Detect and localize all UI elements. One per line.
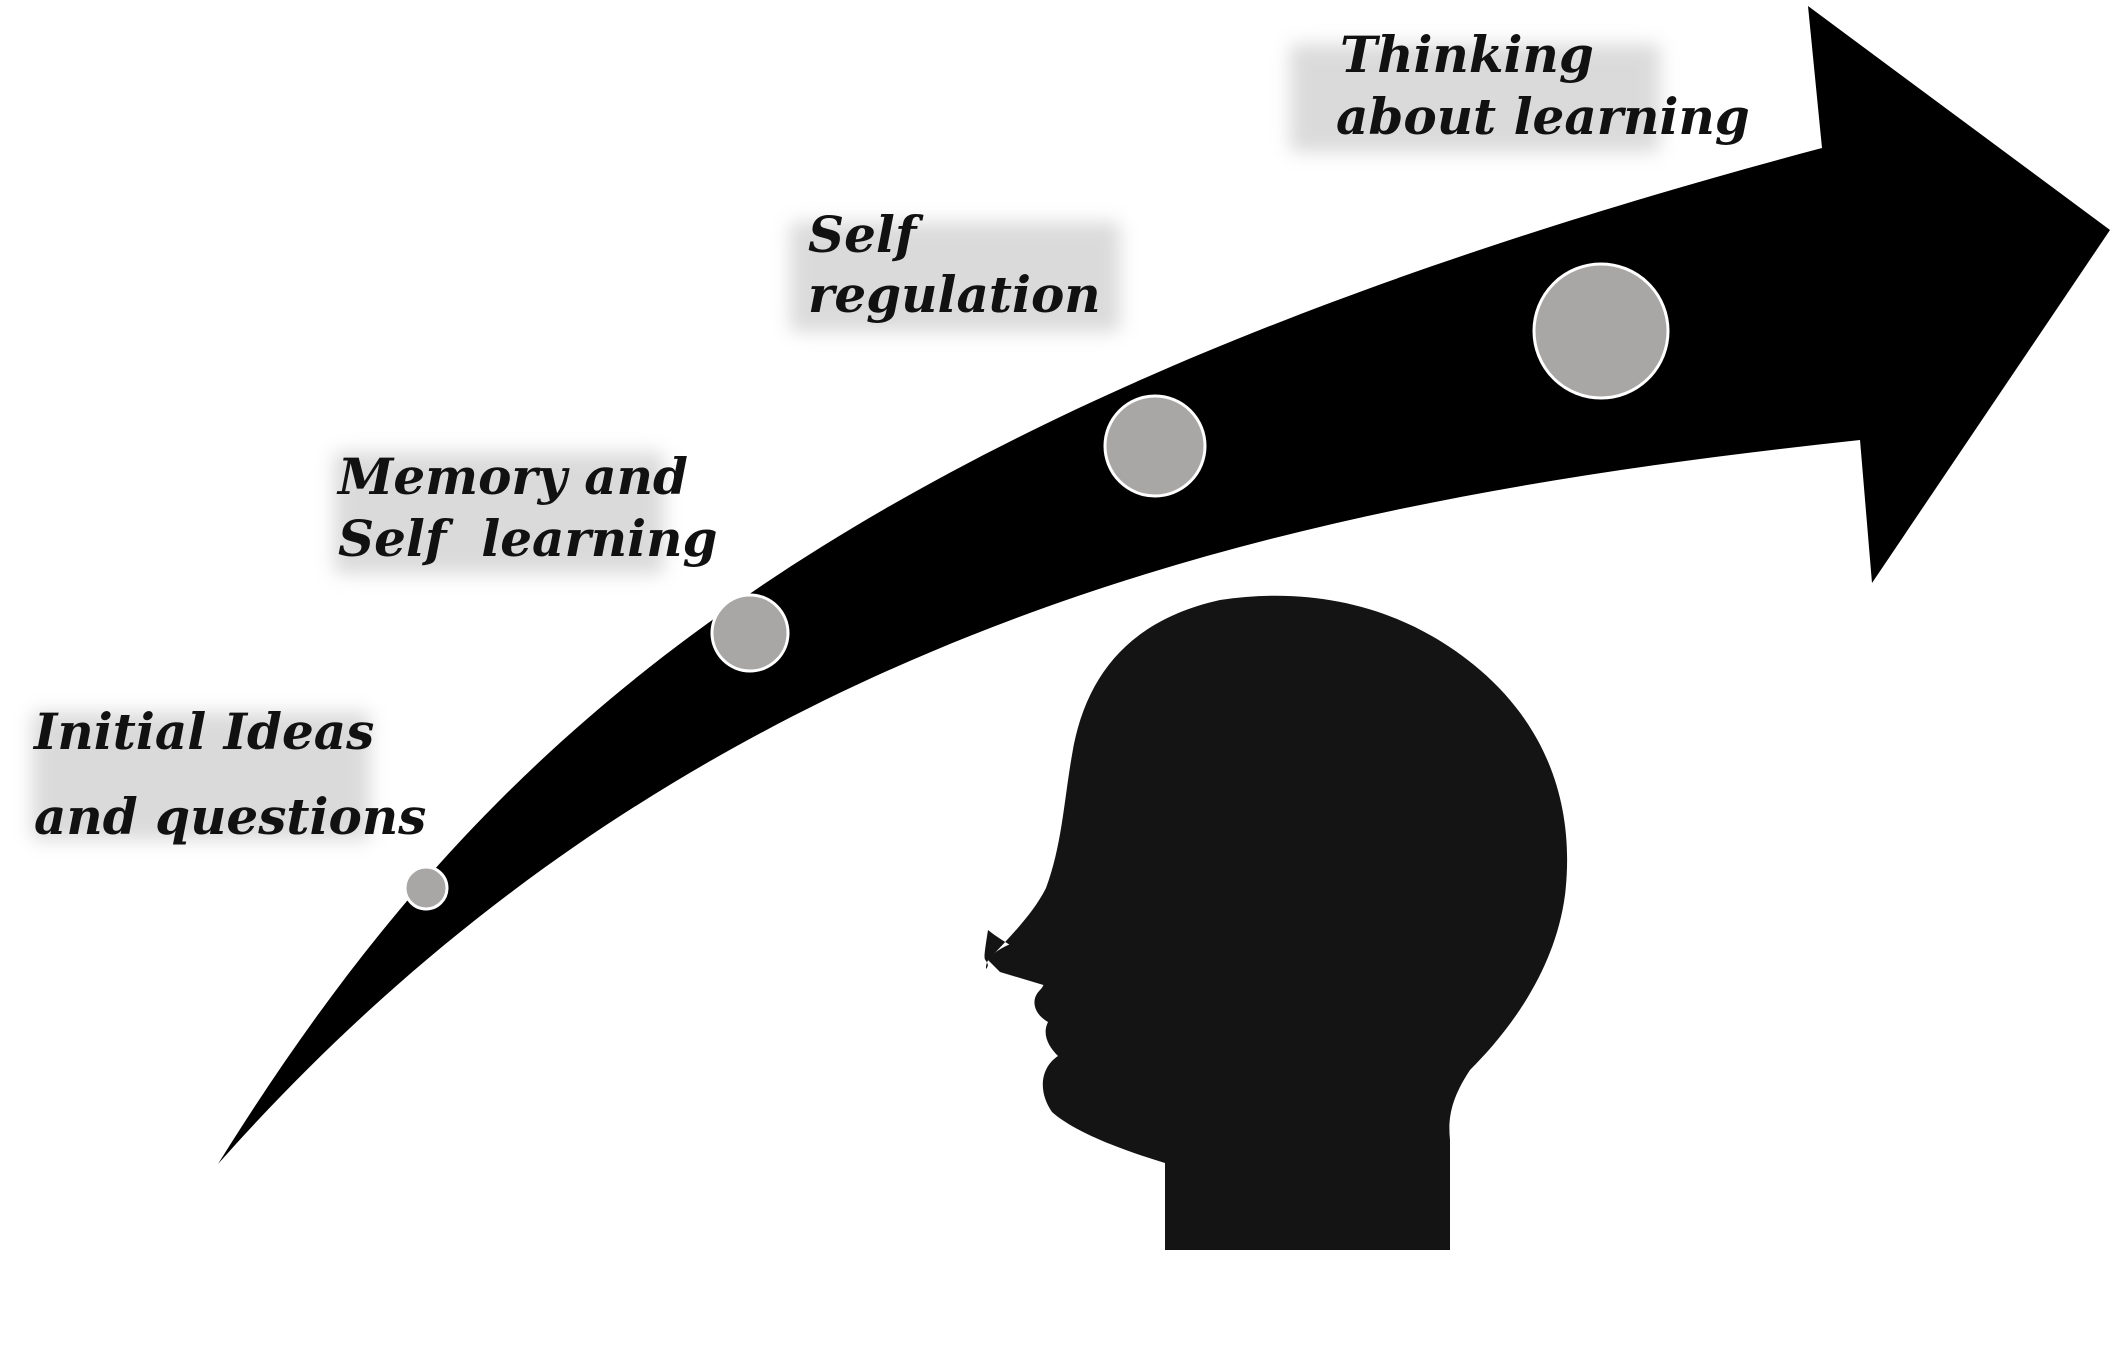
label-shadow-1 xyxy=(32,712,370,840)
stage-3-line-1: Self xyxy=(808,205,924,264)
stage-1-label: Initial Ideas xyxy=(32,702,374,761)
stage-dot-4 xyxy=(1532,262,1670,400)
stage-2-line-1: Memory and xyxy=(336,447,688,506)
human-head-silhouette-icon xyxy=(984,595,1568,1250)
label-shadow-4 xyxy=(1290,44,1660,152)
stage-3-line-2: regulation xyxy=(808,265,1101,324)
stage-3-label-2: regulation xyxy=(808,265,1101,324)
stage-dot-1 xyxy=(403,865,449,911)
stage-1-line-2: and questions xyxy=(34,787,426,846)
stage-2-line-2: Self learning xyxy=(338,509,717,568)
stage-1-line-1: Initial Ideas xyxy=(32,702,374,761)
stage-2-label: Memory and xyxy=(336,447,688,506)
label-shadow-3 xyxy=(790,222,1120,332)
stage-1-label-2: and questions xyxy=(34,787,426,846)
stage-dot-3 xyxy=(1103,394,1207,498)
stage-4-line-1: Thinking xyxy=(1340,25,1594,84)
label-shadow-2 xyxy=(334,452,664,574)
stage-2-label-2: Self learning xyxy=(338,509,717,568)
stage-4-label-2: about learning xyxy=(1336,87,1750,146)
stage-3-label: Self xyxy=(808,205,924,264)
head-face-fill xyxy=(988,935,1060,990)
stage-dot-2 xyxy=(710,593,790,673)
stage-4-label: Thinking xyxy=(1340,25,1594,84)
stage-4-line-2: about learning xyxy=(1336,87,1750,146)
